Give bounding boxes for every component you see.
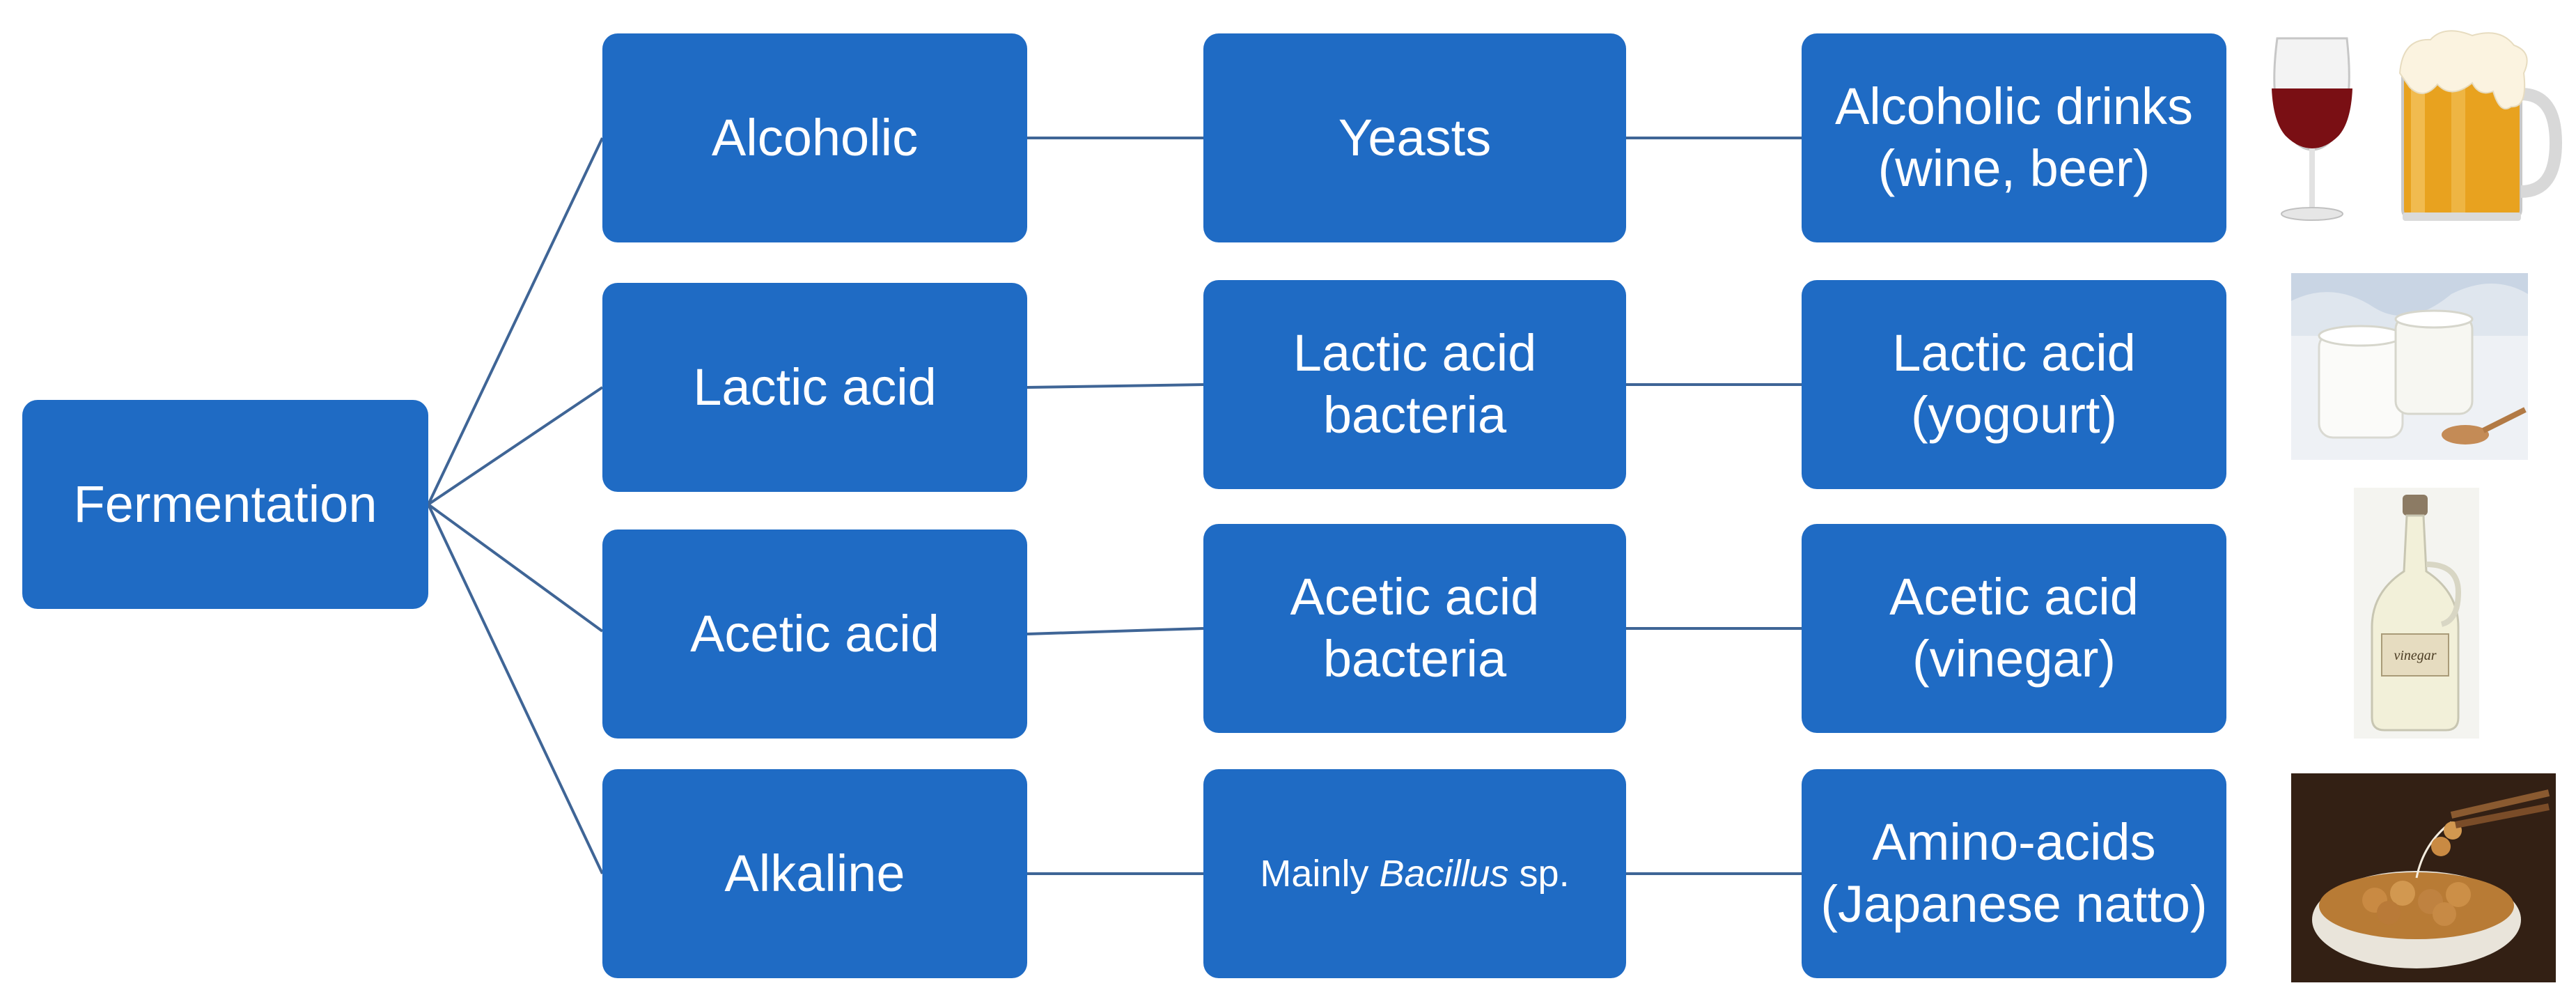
product-label-line1: Lactic acid bbox=[1892, 324, 2136, 382]
product-box-yogourt: Lactic acid (yogourt) bbox=[1802, 280, 2226, 489]
agent-label: Mainly Bacillus sp. bbox=[1260, 851, 1569, 897]
product-label-line2: (yogourt) bbox=[1910, 386, 2118, 444]
type-box-alkaline: Alkaline bbox=[602, 769, 1027, 978]
agent-label-line2: bacteria bbox=[1322, 630, 1507, 688]
type-box-alcoholic: Alcoholic bbox=[602, 33, 1027, 242]
agent-label-line2: bacteria bbox=[1322, 386, 1507, 444]
beer-mug-icon bbox=[2398, 30, 2563, 221]
natto-bowl-icon bbox=[2312, 789, 2550, 968]
yogurt-jar-icon bbox=[2318, 309, 2474, 439]
product-label-line2: (Japanese natto) bbox=[1820, 875, 2208, 933]
agent-label-line1: Acetic acid bbox=[1290, 568, 1540, 626]
product-box-vinegar: Acetic acid (vinegar) bbox=[1802, 524, 2226, 733]
agent-box-acetic-bacteria: Acetic acid bacteria bbox=[1203, 524, 1626, 733]
type-box-lactic: Lactic acid bbox=[602, 283, 1027, 492]
connector-lactic-agent bbox=[1027, 383, 1204, 389]
type-label: Alkaline bbox=[724, 844, 905, 902]
agent-label-suffix: sp. bbox=[1508, 852, 1570, 895]
product-label-line1: Acetic acid bbox=[1889, 568, 2139, 626]
agent-label-genus: Bacillus bbox=[1379, 852, 1509, 895]
product-label-line2: (wine, beer) bbox=[1878, 139, 2150, 197]
type-label: Acetic acid bbox=[690, 604, 939, 663]
vinegar-label-text: vinegar bbox=[2394, 648, 2436, 663]
yogurt-image bbox=[2291, 273, 2528, 460]
vinegar-bottle-image: vinegar bbox=[2354, 488, 2479, 739]
connector-root-alkaline bbox=[427, 504, 604, 874]
type-box-acetic: Acetic acid bbox=[602, 530, 1027, 739]
connector-root-acetic bbox=[427, 503, 604, 633]
product-box-alcoholic-drinks: Alcoholic drinks (wine, beer) bbox=[1802, 33, 2226, 242]
type-label: Lactic acid bbox=[693, 357, 937, 416]
product-box-natto: Amino-acids (Japanese natto) bbox=[1802, 769, 2226, 978]
vinegar-bottle-icon: vinegar bbox=[2371, 495, 2462, 732]
connector-acetic-agent bbox=[1027, 627, 1204, 635]
agent-box-lactic-bacteria: Lactic acid bacteria bbox=[1203, 280, 1626, 489]
agent-box-bacillus: Mainly Bacillus sp. bbox=[1203, 769, 1626, 978]
fermentation-label: Fermentation bbox=[73, 474, 377, 533]
product-label-line1: Amino-acids bbox=[1872, 813, 2156, 872]
agent-label-line1: Lactic acid bbox=[1293, 324, 1537, 382]
fermentation-root-box: Fermentation bbox=[22, 400, 428, 609]
wine-glass-icon bbox=[2272, 37, 2352, 221]
spoon-icon bbox=[2442, 407, 2527, 445]
connector-root-lactic bbox=[427, 386, 604, 506]
product-label-line2: (vinegar) bbox=[1912, 630, 2116, 688]
agent-box-yeasts: Yeasts bbox=[1203, 33, 1626, 242]
agent-label: Yeasts bbox=[1338, 108, 1492, 167]
type-label: Alcoholic bbox=[711, 108, 919, 167]
natto-bowl-image bbox=[2291, 773, 2556, 982]
wine-and-beer-image bbox=[2263, 24, 2563, 233]
product-label-line1: Alcoholic drinks bbox=[1834, 77, 2194, 136]
agent-label-prefix: Mainly bbox=[1260, 852, 1380, 895]
connector-root-alcoholic bbox=[427, 137, 604, 505]
